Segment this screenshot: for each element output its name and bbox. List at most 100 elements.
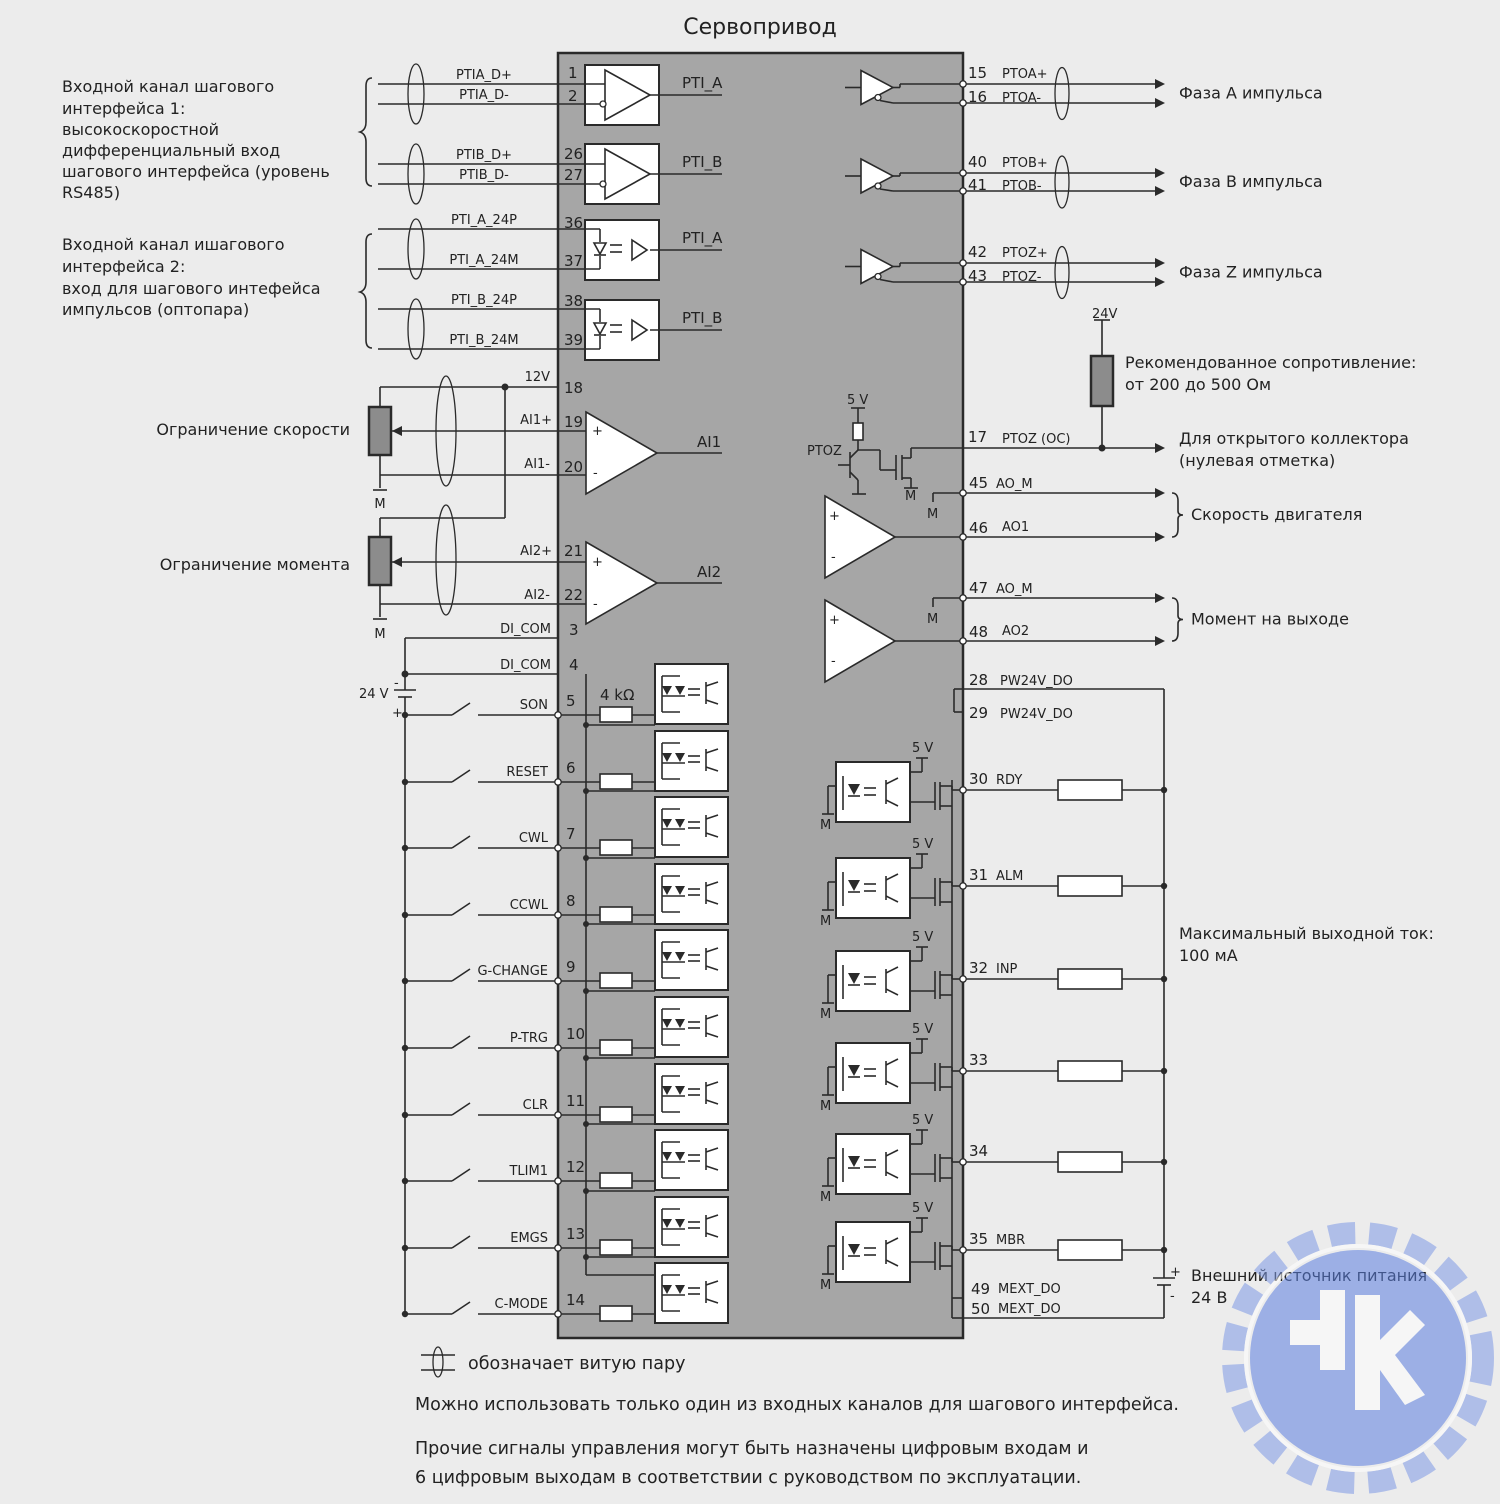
ai2-output-label: AI2 xyxy=(697,563,721,581)
pulse-input-wires xyxy=(378,63,558,360)
do-resistor xyxy=(1057,1151,1123,1173)
torque-limit-label: Ограничение момента xyxy=(160,555,350,574)
di-resistor xyxy=(599,839,633,856)
analog-ground-symbols: M M xyxy=(373,489,387,642)
di-optocoupler xyxy=(654,1063,729,1125)
ptoz-desc-1: Для открытого коллектора xyxy=(1179,429,1409,448)
analog-input-signal-labels: 12V AI1+ AI1- AI2+ AI2- xyxy=(520,370,552,603)
pto-pin: 43 xyxy=(968,267,987,285)
ao-ground: M xyxy=(927,612,938,627)
svg-text:39: 39 xyxy=(564,331,583,349)
ao-pin: 45 xyxy=(969,474,988,492)
speed-limit-potentiometer xyxy=(367,405,393,457)
mext-labels: 49 MEXT_DO 50 MEXT_DO xyxy=(971,1280,1061,1318)
do-5v: 5 V xyxy=(912,1201,933,1216)
svg-text:PW24V_DO: PW24V_DO xyxy=(1000,707,1073,722)
svg-text:36: 36 xyxy=(564,214,583,232)
pto-description: Фаза Z импульса xyxy=(1179,263,1323,282)
svg-text:PTI_A: PTI_A xyxy=(682,74,723,93)
do-led xyxy=(848,880,860,891)
group-2-brace xyxy=(357,233,373,349)
di-led xyxy=(675,686,685,695)
di-optocoupler xyxy=(654,1196,729,1258)
svg-text:импульсов (оптопара): импульсов (оптопара) xyxy=(62,300,249,319)
svg-text:27: 27 xyxy=(564,166,583,184)
svg-text:M: M xyxy=(374,627,385,642)
di-led xyxy=(675,1285,685,1294)
svg-text:1: 1 xyxy=(568,64,578,82)
svg-text:MEXT_DO: MEXT_DO xyxy=(998,1302,1061,1317)
svg-text:12V: 12V xyxy=(525,370,551,385)
di-led xyxy=(675,753,685,762)
do-pin: 30 xyxy=(969,770,988,788)
do-ground: M xyxy=(820,1099,831,1114)
di-optocoupler xyxy=(654,796,729,858)
do-5v: 5 V xyxy=(912,930,933,945)
svg-text:вход для шагового интефейса: вход для шагового интефейса xyxy=(62,279,321,298)
do-ground: M xyxy=(820,1190,831,1205)
di-label: CWL xyxy=(519,831,549,846)
ext-supply-note-2: 24 В xyxy=(1191,1288,1227,1307)
ao-signal: AO2 xyxy=(1002,624,1029,639)
ao-pin: 46 xyxy=(969,519,988,537)
svg-text:шагового интерфейса (уровень: шагового интерфейса (уровень xyxy=(62,162,330,181)
svg-text:-: - xyxy=(593,597,598,612)
do-optocoupler xyxy=(835,1042,911,1104)
ptoz-resistor-note-1: Рекомендованное сопротивление: xyxy=(1125,353,1416,372)
twisted-pair-symbol xyxy=(421,1346,455,1378)
max-current-note-2: 100 мА xyxy=(1179,946,1238,965)
optocoupler-receiver-2 xyxy=(558,299,722,361)
di-led xyxy=(675,886,685,895)
di-led xyxy=(662,886,672,895)
do-5v: 5 V xyxy=(912,741,933,756)
do-terminal xyxy=(959,1246,967,1254)
di-label: CLR xyxy=(523,1098,548,1113)
optocoupler-receiver-1 xyxy=(558,219,722,281)
ptoz-ground: M xyxy=(905,489,916,504)
di-terminal xyxy=(554,1244,562,1252)
svg-text:-: - xyxy=(831,654,836,669)
do-terminal xyxy=(959,786,967,794)
do-optocoupler xyxy=(835,1221,911,1283)
do-pin: 33 xyxy=(969,1051,988,1069)
svg-text:высокоскоростной: высокоскоростной xyxy=(62,120,219,139)
analog-input-amplifiers: + - + - xyxy=(558,410,722,626)
do-led xyxy=(848,1156,860,1167)
svg-text:Входной канал ишагового: Входной канал ишагового xyxy=(62,235,285,254)
do-resistor xyxy=(1057,1239,1123,1261)
di-led xyxy=(675,819,685,828)
di-resistor xyxy=(599,1305,633,1322)
svg-text:3: 3 xyxy=(569,621,579,639)
ptoz-oc-label: PTOZ (OC) xyxy=(1002,432,1071,447)
di-resistor xyxy=(599,1239,633,1256)
svg-text:Входной канал шагового: Входной канал шагового xyxy=(62,77,274,96)
di-terminal xyxy=(554,1111,562,1119)
pto-pin: 41 xyxy=(968,176,987,194)
analog-input-pin-numbers: 18 19 20 21 22 xyxy=(564,379,583,604)
di-terminal xyxy=(554,778,562,786)
digital-output-34: M5 V34 xyxy=(820,1113,1168,1205)
svg-text:+: + xyxy=(592,424,603,439)
ai1-output-label: AI1 xyxy=(697,433,721,451)
di-led xyxy=(675,1086,685,1095)
do-terminal xyxy=(959,1067,967,1075)
di-terminal xyxy=(554,844,562,852)
di-label: RESET xyxy=(506,765,548,780)
svg-text:29: 29 xyxy=(969,704,988,722)
di-resistor xyxy=(599,706,633,723)
do-label: ALM xyxy=(996,869,1023,884)
svg-text:PTI_A: PTI_A xyxy=(682,229,723,248)
di-terminal xyxy=(554,1177,562,1185)
ptoz-supply-label: 24V xyxy=(1092,307,1118,322)
di-led xyxy=(662,1152,672,1161)
di-resistor xyxy=(599,1106,633,1123)
